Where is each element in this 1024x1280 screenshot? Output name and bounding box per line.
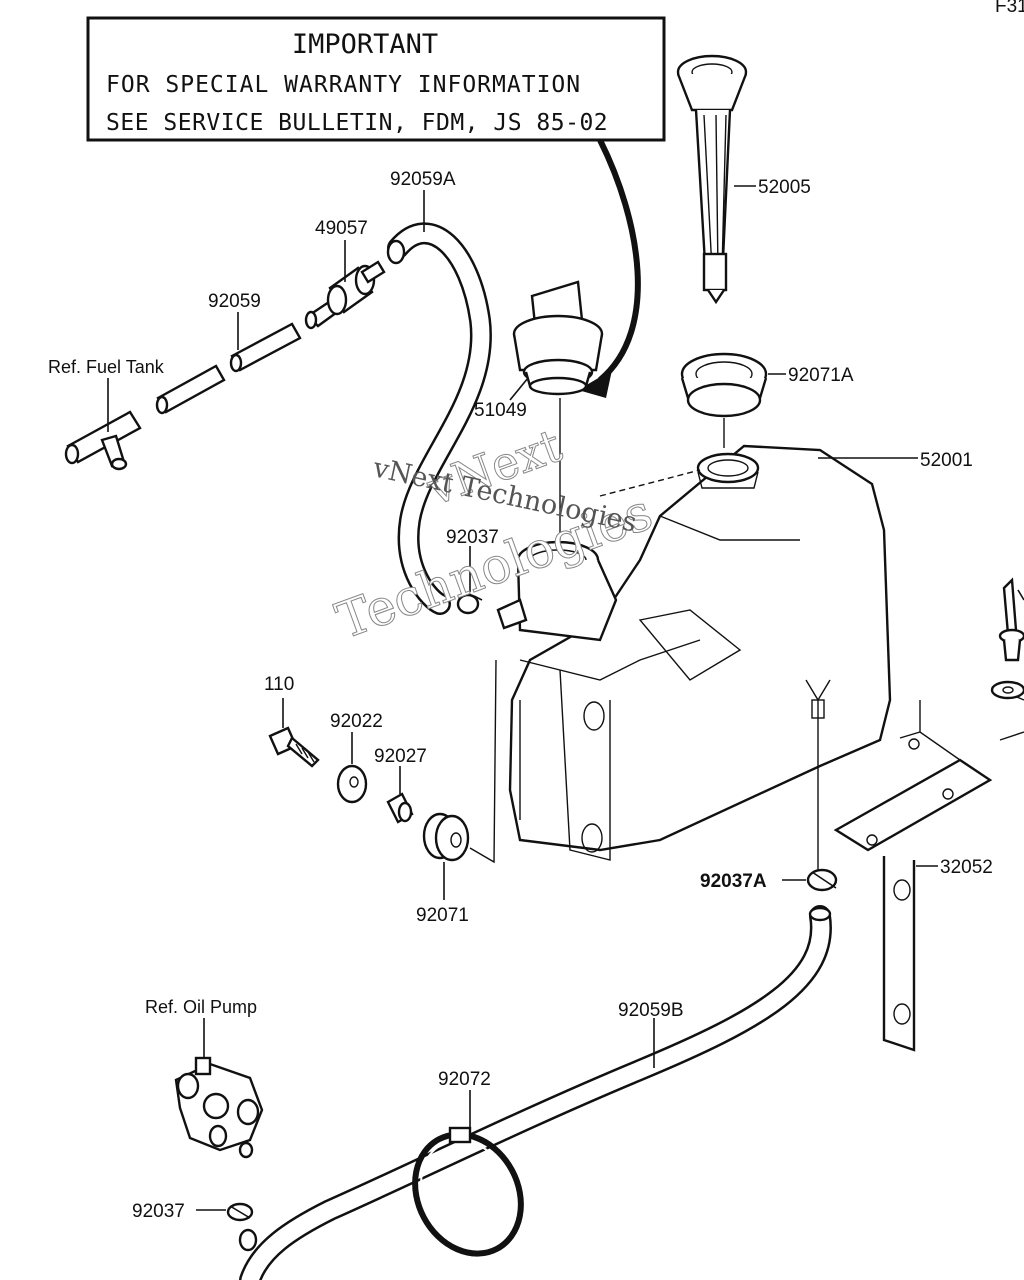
part-label-51049: 51049	[474, 400, 527, 421]
notice-line-2: SEE SERVICE BULLETIN, FDM, JS 85-02	[106, 110, 608, 136]
notice-box	[86, 16, 666, 142]
hose-92059B	[238, 905, 832, 1280]
part-label-32052: 32052	[940, 857, 993, 878]
part-label-92071: 92071	[416, 905, 469, 926]
hose-92059A	[386, 190, 492, 615]
filter-49057	[304, 240, 386, 330]
ref-oil-pump	[174, 1018, 264, 1159]
part-label-110: 110	[264, 674, 294, 695]
notice-line-1: FOR SPECIAL WARRANTY INFORMATION	[106, 72, 581, 98]
part-label-92022: 92022	[330, 711, 383, 732]
part-label-92072: 92072	[438, 1069, 491, 1090]
notice-heading: IMPORTANT	[292, 29, 438, 60]
part-label-52001: 52001	[920, 450, 973, 471]
part-label-92037-top: 92037	[446, 527, 499, 548]
ref-oil-pump-label: Ref. Oil Pump	[145, 997, 257, 1017]
level-gauge-52005	[676, 54, 756, 305]
part-label-92037-bottom: 92037	[132, 1201, 185, 1222]
clamp-92037A	[782, 679, 838, 892]
page-code: F31	[995, 0, 1024, 17]
fastener-fragment	[990, 577, 1024, 700]
notice-arrow	[578, 138, 641, 398]
part-label-92027: 92027	[374, 746, 427, 767]
part-label-52005: 52005	[758, 177, 811, 198]
bracket-32052	[833, 689, 1024, 1052]
part-label-92037A: 92037A	[700, 871, 767, 892]
part-label-92071A: 92071A	[788, 365, 854, 386]
clamp-92037-top	[456, 546, 483, 615]
collar-92027	[386, 766, 414, 824]
oil-tank-52001	[496, 444, 918, 861]
part-label-92059B: 92059B	[618, 1000, 684, 1021]
ref-fuel-tank-tee	[64, 378, 142, 471]
grommet-92071	[422, 659, 497, 900]
part-label-92059A: 92059A	[390, 169, 456, 190]
clamp-92037-bottom	[196, 1202, 254, 1222]
band-clamp-92072	[412, 1090, 524, 1257]
part-label-92059: 92059	[208, 291, 261, 312]
important-notice: IMPORTANT FOR SPECIAL WARRANTY INFORMATI…	[86, 16, 666, 142]
ref-fuel-tank-label: Ref. Fuel Tank	[48, 357, 165, 377]
washer-92022	[336, 732, 368, 804]
grommet-92071A	[680, 352, 786, 448]
hose-92059	[155, 312, 302, 415]
bolt-110	[268, 698, 320, 768]
cap-51049	[509, 280, 604, 540]
part-label-49057: 49057	[315, 218, 368, 239]
